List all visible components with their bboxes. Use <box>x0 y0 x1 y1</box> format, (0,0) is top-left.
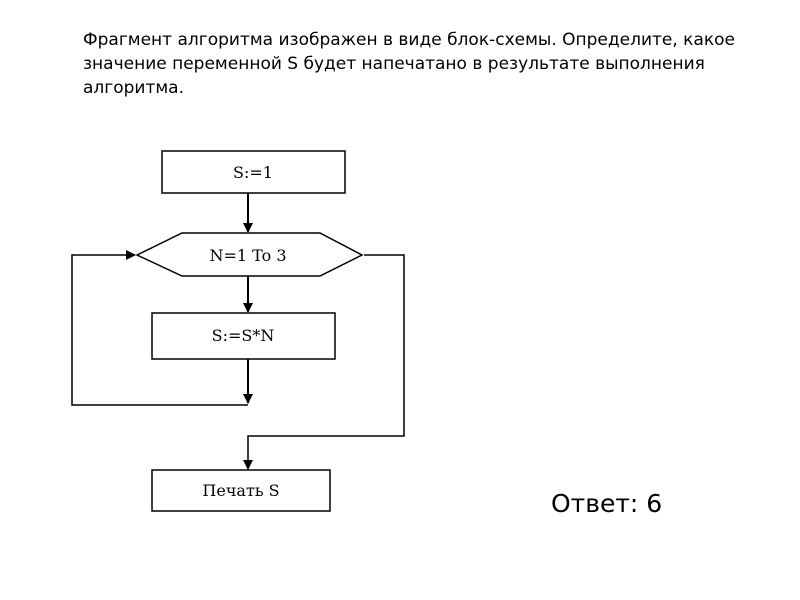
loop-block-label: N=1 To 3 <box>210 246 287 265</box>
loop-block <box>135 232 364 277</box>
output-block <box>151 469 331 512</box>
body-block <box>151 312 336 360</box>
init-block <box>161 150 346 194</box>
exit-path <box>243 254 405 470</box>
question-text: Фрагмент алгоритма изображен в виде блок… <box>83 30 735 98</box>
init-block-label: S:=1 <box>233 163 273 182</box>
body-block-label: S:=S*N <box>212 326 275 345</box>
answer-label: Ответ: <box>551 489 639 518</box>
loop-back-path <box>71 250 248 406</box>
output-block-label: Печать S <box>202 481 279 500</box>
answer-value: 6 <box>646 489 663 518</box>
answer: Ответ: 6 <box>551 488 662 520</box>
